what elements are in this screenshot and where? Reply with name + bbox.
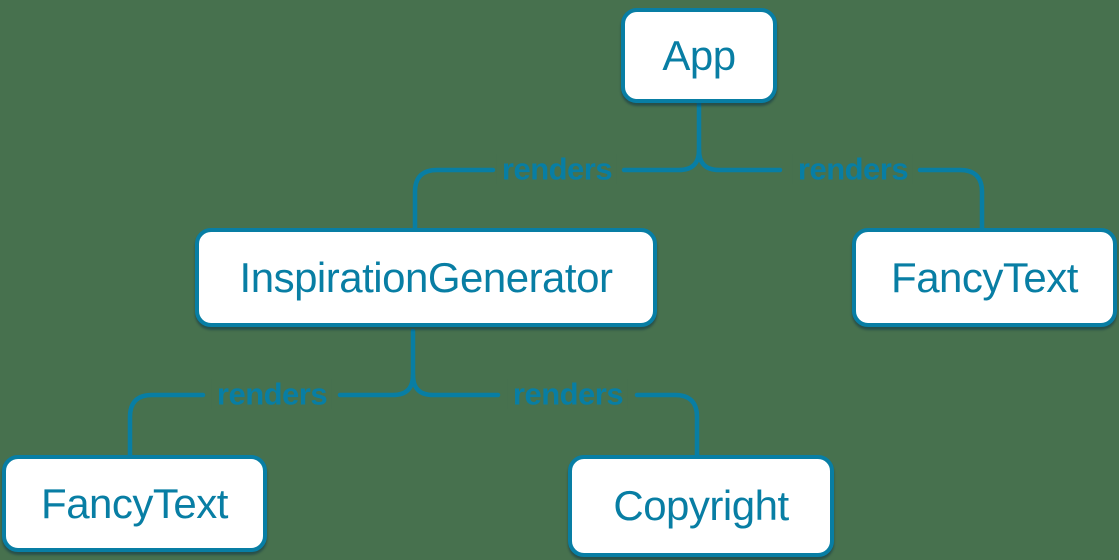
edge-inspirationgenerator-to-copyright-line-end [634,392,700,460]
node-copyright: Copyright [568,455,834,557]
edge-inspirationgenerator-to-fancytext-line-start [337,328,416,398]
node-inspiration-generator: InspirationGenerator [195,228,657,327]
edge-label-app-inspirationgenerator: renders [496,153,618,185]
edge-label-inspirationgenerator-fancytext: renders [211,378,333,410]
node-inspiration-generator-label: InspirationGenerator [239,253,613,301]
edge-inspirationgenerator-to-copyright-line-start [410,372,501,398]
edge-app-to-inspirationgenerator-line-start [621,100,702,173]
node-fancy-text-top: FancyText [852,228,1117,327]
node-fancy-text-top-label: FancyText [891,253,1078,301]
node-app-label: App [662,31,736,79]
edge-app-to-fancytext-line-start [696,147,783,173]
edge-label-inspirationgenerator-copyright: renders [507,378,629,410]
edge-label-app-fancytext: renders [792,153,914,185]
edge-app-to-inspirationgenerator-line-end [412,167,496,231]
node-app: App [621,8,777,103]
node-fancy-text-bottom: FancyText [2,455,267,552]
edge-app-to-fancytext-line-end [917,167,985,233]
node-copyright-label: Copyright [613,482,789,529]
edge-inspirationgenerator-to-fancytext-line-end [127,392,206,460]
node-fancy-text-bottom-label: FancyText [41,479,228,527]
